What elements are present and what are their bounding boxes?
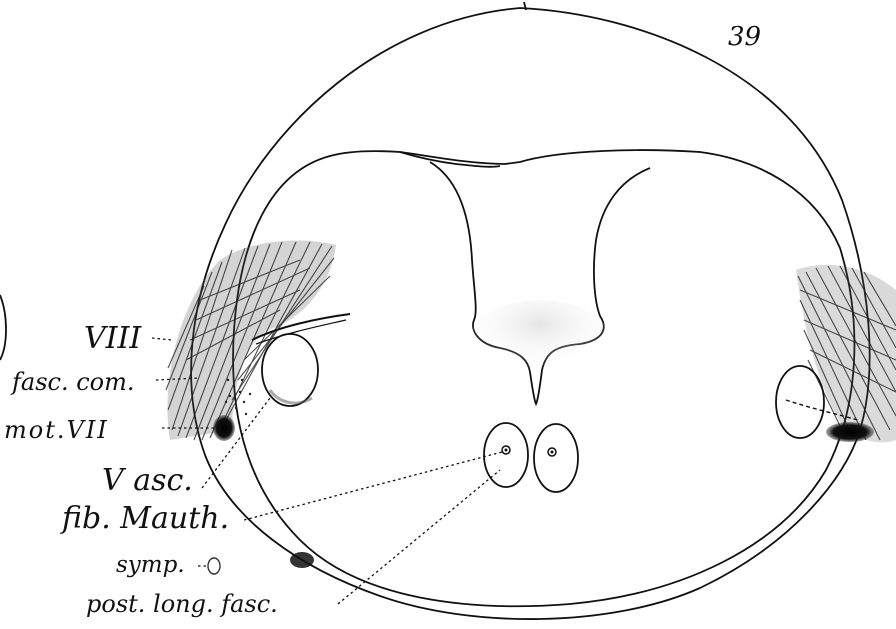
sympathetic-dot — [290, 552, 314, 568]
label-v-asc: V asc. — [102, 463, 193, 498]
mauthner-fibre-left-core — [505, 449, 508, 452]
page-number: 39 — [728, 22, 761, 52]
label-fasc-com: fasc. com. — [10, 368, 134, 396]
label-mot-vii: mot.VII — [4, 416, 109, 444]
label-viii: VIII — [84, 321, 142, 356]
v-asc-right — [776, 366, 824, 438]
mauthner-oval-right — [534, 424, 578, 492]
mauthner-fibre-right-core — [551, 451, 554, 454]
label-fib-mauth: fib. Mauth. — [60, 501, 229, 536]
mot-vii-nucleus-right — [826, 422, 874, 442]
nerve-viii-left — [166, 240, 350, 440]
v-asc-left — [262, 334, 318, 406]
edge-fragment-left — [0, 295, 6, 360]
label-symp: symp. — [116, 552, 185, 578]
symp-label-mark — [208, 558, 220, 574]
label-post-long-fasc: post. long. fasc. — [86, 590, 278, 618]
mot-vii-nucleus-left — [213, 415, 235, 441]
ventricle-shading — [470, 300, 610, 380]
nerve-viii-right — [786, 265, 896, 443]
